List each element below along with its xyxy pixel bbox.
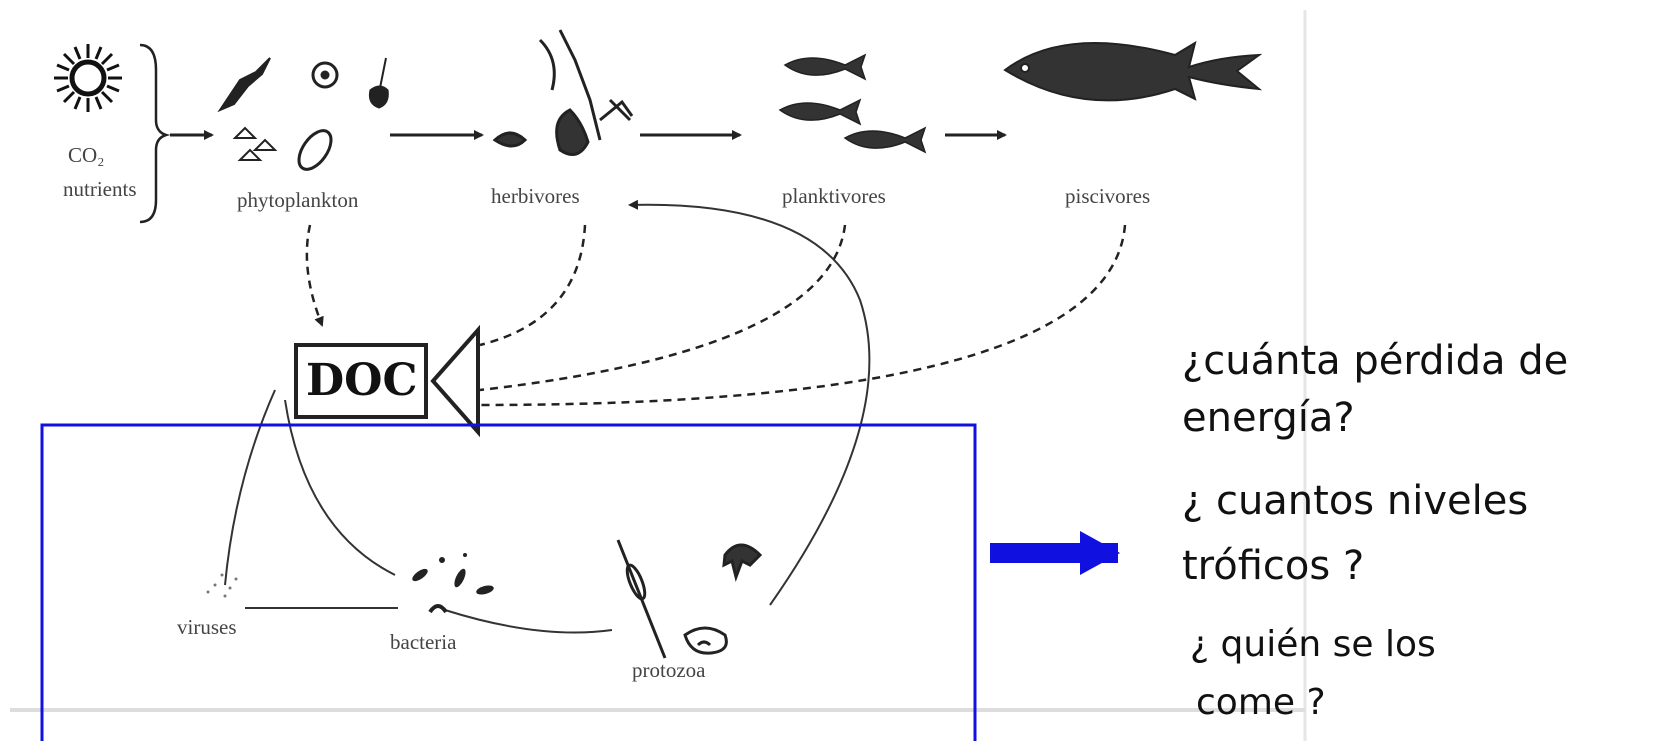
question-who-eats-line2: come ? (1196, 682, 1326, 723)
phytoplankton-label: phytoplankton (237, 188, 358, 213)
planktivores-icon (780, 55, 925, 152)
planktivores-label: planktivores (782, 184, 886, 209)
herbivores-icon (495, 30, 632, 155)
flow-herb-to-doc (480, 225, 585, 345)
flow-phyto-to-doc (307, 225, 322, 325)
doc-flows (307, 225, 1125, 405)
brace (140, 45, 166, 222)
viruses-label: viruses (177, 615, 237, 640)
doc-funnel (433, 330, 478, 432)
curve-doc-to-viruses (225, 390, 275, 585)
question-who-eats-line1: ¿ quién se los (1190, 624, 1436, 665)
bacteria-label: bacteria (390, 630, 456, 655)
doc-label: DOC (306, 355, 418, 406)
piscivores-icon (1005, 43, 1259, 100)
protozoa-icon (618, 540, 760, 658)
phytoplankton-icon (220, 58, 388, 175)
flow-plank-to-doc (480, 225, 845, 390)
viruses-icon (207, 574, 238, 598)
bacteria-icon (410, 553, 494, 612)
nutrients-label: nutrients (63, 177, 137, 202)
question-trophic-levels-line1: ¿ cuantos niveles (1182, 478, 1528, 524)
curve-protozoa-to-herbivores (630, 205, 869, 605)
piscivores-label: piscivores (1065, 184, 1150, 209)
flow-pisc-to-doc (480, 225, 1125, 405)
protozoa-label: protozoa (632, 658, 705, 683)
question-trophic-levels-line2: tróficos ? (1182, 543, 1364, 589)
co2-label: CO₂ (68, 143, 105, 168)
question-energy-loss-line1: ¿cuánta pérdida de (1182, 338, 1568, 384)
microbial-loop-highlight-box (42, 425, 975, 741)
sun-icon (54, 44, 122, 112)
question-energy-loss-line2: energía? (1182, 395, 1355, 441)
curve-bacteria-to-protozoa (445, 610, 612, 633)
herbivores-label: herbivores (491, 184, 580, 209)
